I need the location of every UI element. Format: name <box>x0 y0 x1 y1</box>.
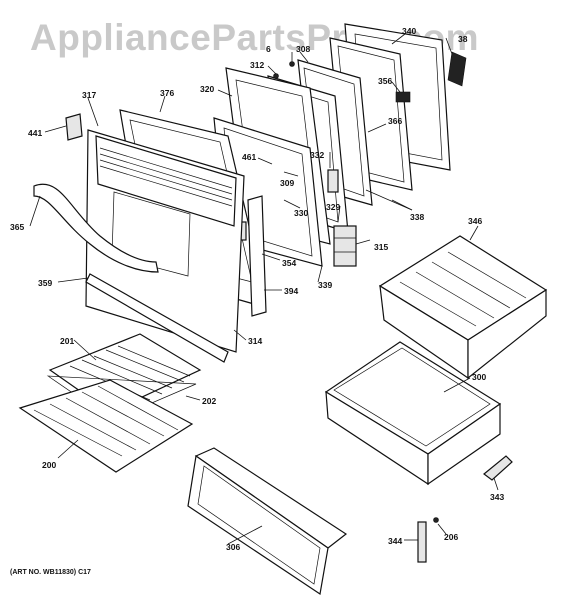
callout-338: 338 <box>410 212 424 222</box>
callout-343: 343 <box>490 492 504 502</box>
callout-332: 332 <box>310 150 324 160</box>
callout-306: 306 <box>226 542 240 552</box>
callout-330: 330 <box>294 208 308 218</box>
callout-308: 308 <box>296 44 310 54</box>
callout-300: 300 <box>472 372 486 382</box>
callout-316: 6 <box>266 44 271 54</box>
callout-201: 201 <box>60 336 74 346</box>
drawer-rail-344 <box>417 521 427 563</box>
callout-394: 394 <box>284 286 298 296</box>
screws-312-308 <box>273 61 295 79</box>
storage-drawer-liner-346 <box>378 235 548 380</box>
callout-320: 320 <box>200 84 214 94</box>
callout-314: 314 <box>248 336 262 346</box>
drawer-body-300 <box>324 341 502 486</box>
oven-rack-200 <box>18 379 194 473</box>
callout-labels: 340 38 6 312 308 320 376 317 441 356 366… <box>10 26 504 552</box>
callout-354: 354 <box>282 258 296 268</box>
callout-206: 206 <box>444 532 458 542</box>
door-clip-340b <box>447 51 467 87</box>
handle-clip-356 <box>395 91 411 103</box>
callout-312: 312 <box>250 60 264 70</box>
door-bottom-trim-359 <box>85 273 229 363</box>
drawer-front-306 <box>187 447 348 596</box>
screw-206 <box>433 517 439 523</box>
callout-346: 346 <box>468 216 482 226</box>
callout-344: 344 <box>388 536 402 546</box>
callout-340: 340 <box>402 26 416 36</box>
callout-359: 359 <box>38 278 52 288</box>
door-hinge-bracket-315 <box>333 225 357 267</box>
callout-338-top: 38 <box>458 34 468 44</box>
door-handle-365 <box>33 183 159 273</box>
art-number: (ART NO. WB11830) C17 <box>10 569 91 576</box>
leader-lines <box>29 33 499 545</box>
callout-309: 309 <box>280 178 294 188</box>
callout-376: 376 <box>160 88 174 98</box>
callout-317: 317 <box>82 90 96 100</box>
callout-356: 356 <box>378 76 392 86</box>
drawer-glide-343 <box>483 455 513 481</box>
callout-200: 200 <box>42 460 56 470</box>
callout-202: 202 <box>202 396 216 406</box>
callout-365: 365 <box>10 222 24 232</box>
callout-315: 315 <box>374 242 388 252</box>
callout-366: 366 <box>388 116 402 126</box>
callout-329: 329 <box>326 202 340 212</box>
callout-441: 441 <box>28 128 42 138</box>
callout-339: 339 <box>318 280 332 290</box>
door-latch-441 <box>65 113 83 141</box>
callout-461: 461 <box>242 152 256 162</box>
